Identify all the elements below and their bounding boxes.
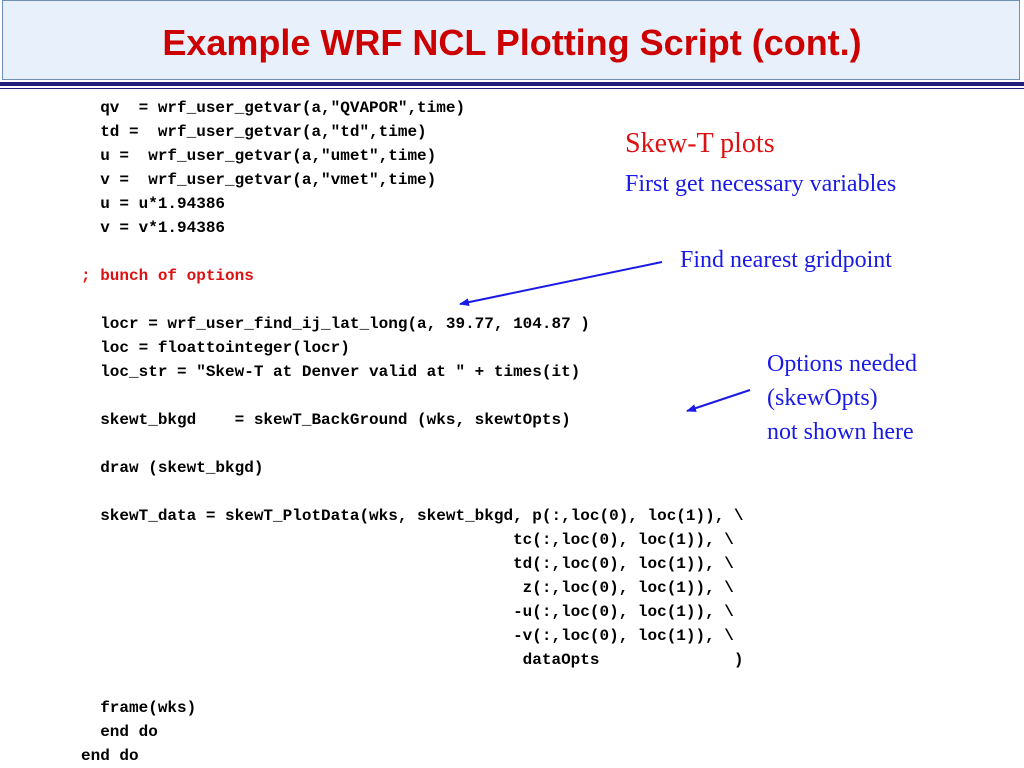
code-line: frame(wks) bbox=[81, 699, 197, 717]
code-line bbox=[81, 240, 744, 264]
options-annotation-line: not shown here bbox=[767, 419, 914, 445]
title-bar: Example WRF NCL Plotting Script (cont.) bbox=[2, 0, 1020, 80]
code-line: draw (skewt_bkgd) bbox=[81, 459, 264, 477]
code-line: td = wrf_user_getvar(a,"td",time) bbox=[81, 123, 427, 141]
code-line: end do bbox=[81, 723, 158, 741]
options-annotation-line: (skewOpts) bbox=[767, 385, 878, 411]
code-line bbox=[81, 480, 744, 504]
code-line: -u(:,loc(0), loc(1)), \ bbox=[81, 603, 734, 621]
code-line: skewt_bkgd = skewT_BackGround (wks, skew… bbox=[81, 411, 571, 429]
code-line bbox=[81, 672, 744, 696]
options-annotation: Options needed (skewOpts) not shown here bbox=[767, 347, 917, 449]
code-line: td(:,loc(0), loc(1)), \ bbox=[81, 555, 734, 573]
code-line: loc_str = "Skew-T at Denver valid at " +… bbox=[81, 363, 581, 381]
code-comment-line: ; bunch of options bbox=[81, 267, 254, 285]
find-nearest-annotation: Find nearest gridpoint bbox=[680, 247, 892, 273]
slide-title: Example WRF NCL Plotting Script (cont.) bbox=[162, 22, 862, 63]
code-line: locr = wrf_user_find_ij_lat_long(a, 39.7… bbox=[81, 315, 590, 333]
header-rule-thin bbox=[0, 88, 1024, 89]
code-line: loc = floattointeger(locr) bbox=[81, 339, 350, 357]
code-line: z(:,loc(0), loc(1)), \ bbox=[81, 579, 734, 597]
code-line: end do bbox=[81, 747, 139, 765]
code-line bbox=[81, 384, 744, 408]
code-line: skewT_data = skewT_PlotData(wks, skewt_b… bbox=[81, 507, 744, 525]
skewt-subheading: First get necessary variables bbox=[625, 171, 897, 197]
code-line: v = v*1.94386 bbox=[81, 219, 226, 237]
code-line: dataOpts ) bbox=[81, 651, 744, 669]
code-block: qv = wrf_user_getvar(a,"QVAPOR",time) td… bbox=[81, 96, 744, 768]
code-line: qv = wrf_user_getvar(a,"QVAPOR",time) bbox=[81, 99, 466, 117]
skewt-heading: Skew-T plots bbox=[625, 128, 775, 159]
code-line: tc(:,loc(0), loc(1)), \ bbox=[81, 531, 734, 549]
options-annotation-line: Options needed bbox=[767, 351, 917, 377]
code-line bbox=[81, 432, 744, 456]
code-line: u = u*1.94386 bbox=[81, 195, 226, 213]
code-line: v = wrf_user_getvar(a,"vmet",time) bbox=[81, 171, 437, 189]
header-rule-thick bbox=[0, 82, 1024, 86]
code-line bbox=[81, 288, 744, 312]
code-line: -v(:,loc(0), loc(1)), \ bbox=[81, 627, 734, 645]
code-line: u = wrf_user_getvar(a,"umet",time) bbox=[81, 147, 437, 165]
